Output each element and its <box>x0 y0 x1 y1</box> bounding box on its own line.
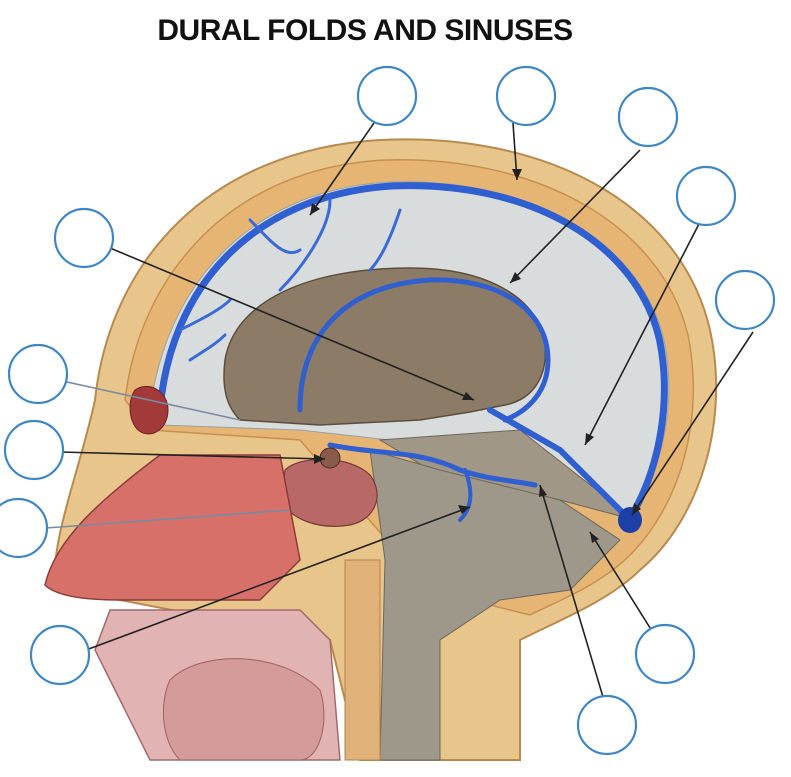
label-circle-4[interactable] <box>675 165 737 227</box>
arrowhead-4 <box>585 433 594 445</box>
arrowhead-12 <box>539 485 547 497</box>
petrosal-sinus <box>327 442 538 488</box>
label-circles <box>0 65 776 756</box>
label-circle-10[interactable] <box>29 624 91 686</box>
label-circle-12[interactable] <box>576 694 638 756</box>
arrowhead-2 <box>512 169 522 180</box>
tongue <box>162 658 325 761</box>
leader-line-6 <box>109 247 475 401</box>
leader-line-8 <box>59 451 326 460</box>
arrowhead-5 <box>632 503 641 515</box>
leader-line-5 <box>631 331 754 516</box>
arrowhead-11 <box>590 532 599 543</box>
cerebral-veins <box>178 198 402 362</box>
posterior-fossa <box>369 449 621 761</box>
arrowhead-6 <box>462 392 474 400</box>
arrowhead-3 <box>510 272 521 283</box>
diagram-title: DURAL FOLDS AND SINUSES <box>157 14 573 47</box>
superior-sagittal-sinus <box>156 182 668 519</box>
arrowhead-10 <box>458 505 470 514</box>
leader-line-9 <box>45 509 291 529</box>
straight-sinus <box>487 407 628 518</box>
inferior-sagittal-sinus <box>297 277 551 423</box>
sigmoid-sinus <box>458 468 473 522</box>
label-circle-11[interactable] <box>634 623 696 685</box>
leader-lines <box>45 122 754 698</box>
leader-line-12 <box>539 484 604 698</box>
label-circle-6[interactable] <box>53 207 115 269</box>
cervical-spine <box>344 559 381 761</box>
label-circle-3[interactable] <box>617 86 679 148</box>
leader-line-1 <box>309 122 375 216</box>
leader-line-3 <box>509 149 641 284</box>
leader-line-11 <box>589 531 653 632</box>
label-circle-2[interactable] <box>495 65 557 127</box>
leader-line-4 <box>584 221 701 446</box>
arrowheads <box>310 169 641 543</box>
arrowhead-8 <box>314 454 325 464</box>
leader-line-7 <box>57 379 241 421</box>
label-circle-1[interactable] <box>356 65 418 127</box>
label-circle-5[interactable] <box>714 269 776 331</box>
arrowhead-1 <box>310 203 320 215</box>
label-circle-7[interactable] <box>7 343 69 405</box>
label-circle-9[interactable] <box>0 497 49 559</box>
leader-line-10 <box>85 506 471 651</box>
nasal-cavity <box>44 454 301 601</box>
label-circle-8[interactable] <box>3 419 65 481</box>
confluence-of-sinuses <box>618 507 642 533</box>
